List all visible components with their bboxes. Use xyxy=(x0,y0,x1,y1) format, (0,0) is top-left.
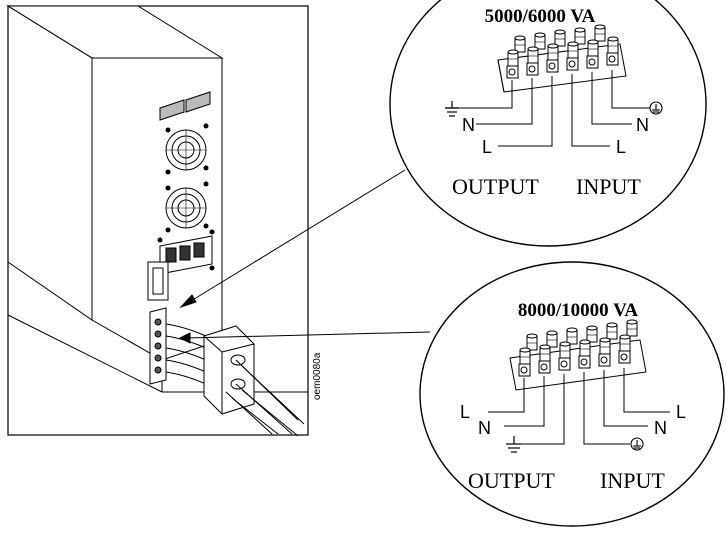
top-arrowhead xyxy=(179,294,197,309)
conduit xyxy=(225,359,305,437)
protective-earth-icon xyxy=(649,101,663,115)
wires xyxy=(458,70,650,147)
label-l-output: L xyxy=(460,402,470,422)
ground-icon xyxy=(445,101,459,117)
label-l-output: L xyxy=(482,137,492,157)
label-n-input: N xyxy=(636,115,649,135)
lower-fan xyxy=(165,181,209,233)
bottom-arrowhead xyxy=(178,332,191,344)
wires xyxy=(488,368,670,445)
junction-box xyxy=(203,325,255,415)
protective-earth-icon xyxy=(630,437,644,451)
output-label: OUTPUT xyxy=(468,468,555,493)
callout-circle xyxy=(419,261,725,527)
bottom-leader-line xyxy=(185,331,431,339)
leader-lines xyxy=(178,169,431,344)
callout-circle xyxy=(389,0,707,247)
label-l-input: L xyxy=(616,137,626,157)
label-n-output: N xyxy=(478,418,491,438)
callout-title: 8000/10000 VA xyxy=(518,300,638,321)
label-n-input: N xyxy=(654,418,667,438)
upper-fan xyxy=(165,123,209,175)
callout-title: 5000/6000 VA xyxy=(485,6,596,27)
ground-icon xyxy=(506,436,522,453)
top-leader-line xyxy=(185,169,406,305)
ups-cabinet xyxy=(6,5,309,437)
serial-port xyxy=(159,91,211,121)
callout-8000-10000: 8000/10000 VA xyxy=(419,261,725,527)
input-socket xyxy=(147,261,169,301)
input-label: INPUT xyxy=(576,174,641,199)
cabinet-base-edge xyxy=(7,314,163,393)
figure-code: oem0080a xyxy=(312,352,323,400)
cabinet-terminal-block xyxy=(149,307,167,385)
terminal-block xyxy=(497,24,627,93)
input-label: INPUT xyxy=(600,468,665,493)
output-label: OUTPUT xyxy=(452,174,539,199)
callout-5000-6000: 5000/6000 VA xyxy=(389,0,707,247)
label-l-input: L xyxy=(676,402,686,422)
label-n-output: N xyxy=(462,115,475,135)
